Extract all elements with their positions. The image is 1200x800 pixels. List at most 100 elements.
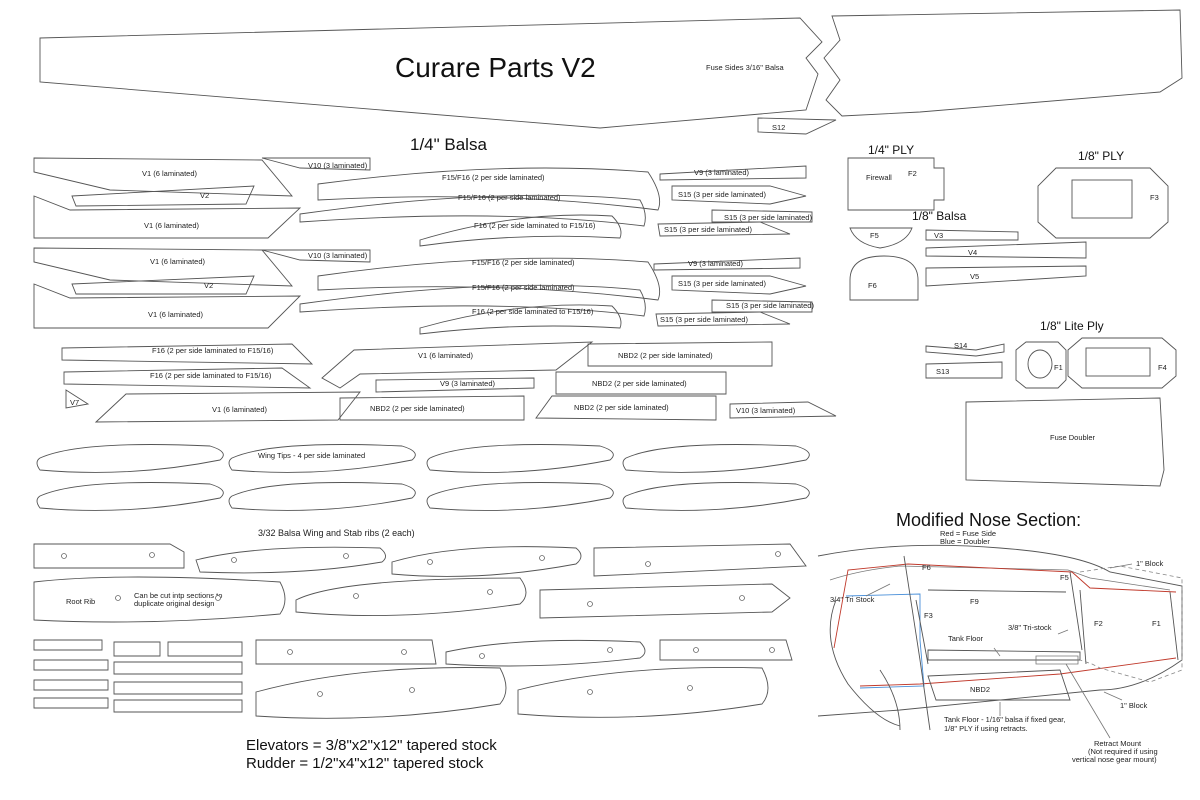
v9-label: V9 (3 laminated)	[440, 379, 496, 388]
part-f16	[419, 304, 622, 335]
rib-hole	[775, 551, 781, 557]
part-f3	[1037, 167, 1169, 239]
leader-tri-38	[1057, 629, 1069, 635]
v3-label: V3	[934, 231, 943, 240]
wing-tip	[36, 444, 224, 473]
v2-label: V2	[204, 281, 213, 290]
tank-floor-label: Tank Floor	[948, 634, 984, 643]
f1-cutout	[1027, 349, 1053, 379]
f3-label: F3	[1150, 193, 1159, 202]
legend-blue: Blue = Doubler	[940, 537, 990, 546]
f6-label: F6	[868, 281, 877, 290]
part-f6	[849, 255, 919, 301]
rib-hole	[739, 595, 745, 601]
part-s15	[671, 275, 807, 295]
sheet-title: Curare Parts V2	[395, 52, 596, 83]
part-f16	[63, 367, 312, 389]
nbd2-plate	[927, 669, 1071, 701]
rib	[255, 667, 507, 719]
part-v1	[33, 283, 302, 329]
nose-f2-label: F2	[1094, 619, 1103, 628]
part-firewall-f2	[847, 157, 945, 211]
root-rib-note-1: Can be cut intp sections to	[134, 591, 222, 600]
part-v9	[653, 257, 801, 271]
nose-f1-label: F1	[1152, 619, 1161, 628]
v7-label: V7	[70, 398, 79, 407]
f15f16-label: F15/F16 (2 per side laminated)	[472, 283, 575, 292]
rib-hole	[479, 653, 485, 659]
former-f5	[1069, 571, 1083, 651]
rib-hole	[587, 689, 593, 695]
lite-ply-section: 1/8" Lite Ply S14 S13 F1 F4 Fuse Doubler	[925, 319, 1177, 487]
rib	[391, 546, 582, 577]
former-f3	[915, 599, 929, 665]
f15f16-label: F15/F16 (2 per side laminated)	[472, 258, 575, 267]
part-v5	[925, 265, 1087, 287]
fuse-side-red-bottom	[859, 657, 1177, 687]
s15-label: S15 (3 per side laminated)	[726, 301, 814, 310]
retract-label-3: vertical nose gear mount)	[1072, 755, 1157, 764]
former-f6	[903, 555, 931, 731]
part-s15	[711, 299, 813, 313]
wing-tips-label: Wing Tips - 4 per side laminated	[258, 451, 365, 460]
quarter-ply-header: 1/4" PLY	[868, 143, 914, 157]
eighth-ply-section: 1/8" PLY F3	[1037, 149, 1169, 239]
root-rib-label: Root Rib	[66, 597, 95, 606]
nose-nbd2-label: NBD2	[970, 685, 990, 694]
retract-mount	[1035, 655, 1079, 665]
nbd2-label: NBD2 (2 per side laminated)	[370, 404, 465, 413]
v10-label: V10 (3 laminated)	[736, 406, 796, 415]
v4-label: V4	[968, 248, 977, 257]
part-v1	[94, 391, 361, 423]
wing-tip	[228, 444, 416, 473]
nbd2-label: NBD2 (2 per side laminated)	[574, 403, 669, 412]
f15f16-label: F15/F16 (2 per side laminated)	[442, 173, 545, 182]
nbd2-label: NBD2 (2 per side laminated)	[592, 379, 687, 388]
f1-label: F1	[1054, 363, 1063, 372]
fuse-side-left	[39, 17, 823, 129]
fuse-sides: Curare Parts V2 Fuse Sides 3/16" Balsa S…	[39, 9, 1183, 135]
leader-tri-stock	[865, 583, 891, 597]
part-f15f16	[317, 257, 661, 301]
part-f16	[419, 214, 622, 247]
v1-label: V1 (6 laminated)	[212, 405, 268, 414]
part-nbd2	[535, 395, 717, 421]
nose-f5-label: F5	[1060, 573, 1069, 582]
rib	[295, 577, 527, 617]
v1-label: V1 (6 laminated)	[148, 310, 204, 319]
rib-hole	[149, 552, 155, 558]
nose-outline-top	[817, 544, 1183, 717]
rib-hole	[231, 557, 237, 563]
quarter-balsa-section: 1/4" Balsa V1 (6 laminated) V2 V1 (6 lam…	[33, 135, 837, 511]
rib-hole	[353, 593, 359, 599]
wing-tip	[622, 444, 810, 473]
quarter-balsa-header: 1/4" Balsa	[410, 135, 487, 154]
tank-floor	[927, 649, 1081, 661]
former-f9	[927, 589, 1067, 593]
part-f15f16	[299, 194, 646, 227]
part-v9	[659, 165, 807, 181]
part-v10	[729, 401, 837, 419]
rib-strip	[33, 639, 103, 651]
part-s12	[757, 117, 837, 135]
part-f15f16	[299, 284, 646, 317]
nose-title: Modified Nose Section:	[896, 510, 1081, 530]
tank-note-1: Tank Floor - 1/16" balsa if fixed gear,	[944, 715, 1065, 724]
rib-strip	[33, 697, 109, 709]
block-outline-dashed	[1079, 565, 1183, 683]
part-s15	[671, 185, 807, 205]
part-f5	[849, 227, 913, 249]
lite-ply-header: 1/8" Lite Ply	[1040, 319, 1104, 333]
part-s13	[925, 361, 1003, 379]
part-v2	[71, 275, 255, 295]
rib-hole	[687, 685, 693, 691]
rib-hole	[215, 595, 221, 601]
rib	[195, 546, 386, 574]
nbd2-label: NBD2 (2 per side laminated)	[618, 351, 713, 360]
rib-hole	[317, 691, 323, 697]
part-nbd2	[339, 395, 525, 421]
part-f16	[61, 343, 314, 365]
f2-label: F2	[908, 169, 917, 178]
rib	[33, 543, 185, 569]
